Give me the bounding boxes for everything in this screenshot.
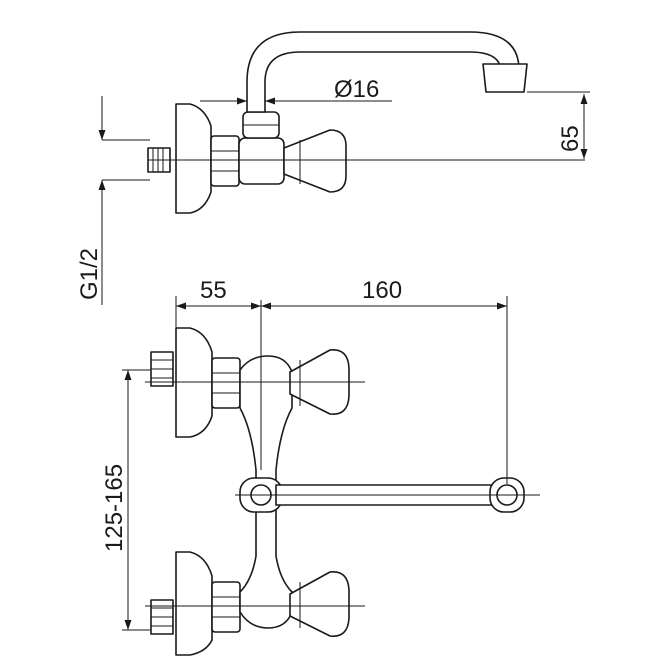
wall-offset-label: 55 bbox=[200, 277, 227, 304]
dimension-thread: G1/2 bbox=[76, 96, 150, 305]
dimension-spout-reach: 160 bbox=[261, 277, 508, 484]
thread-label: G1/2 bbox=[76, 248, 103, 300]
spout-reach-label: 160 bbox=[362, 277, 402, 304]
side-view bbox=[147, 31, 585, 214]
dimension-pipe-diameter: Ø16 bbox=[200, 76, 392, 105]
front-view bbox=[145, 300, 540, 656]
front-lower-nut bbox=[211, 581, 241, 633]
side-escutcheon bbox=[175, 103, 212, 214]
side-handle bbox=[283, 129, 347, 193]
dimension-outlet-height: 65 bbox=[527, 91, 590, 159]
front-lower-escutcheon bbox=[175, 551, 213, 656]
side-valve-body bbox=[238, 137, 285, 185]
dimension-spacing: 125-165 bbox=[101, 369, 150, 631]
pipe-diameter-label: Ø16 bbox=[334, 76, 379, 103]
side-nut bbox=[210, 135, 240, 187]
front-lower-handle bbox=[289, 571, 350, 637]
spacing-label: 125-165 bbox=[101, 464, 128, 552]
side-spout-tube bbox=[246, 31, 520, 113]
dimension-wall-offset: 55 bbox=[175, 277, 261, 332]
side-aerator bbox=[482, 63, 528, 93]
outlet-height-label: 65 bbox=[557, 125, 584, 152]
front-lower-connector bbox=[150, 551, 241, 656]
front-upper-nut bbox=[211, 357, 241, 409]
